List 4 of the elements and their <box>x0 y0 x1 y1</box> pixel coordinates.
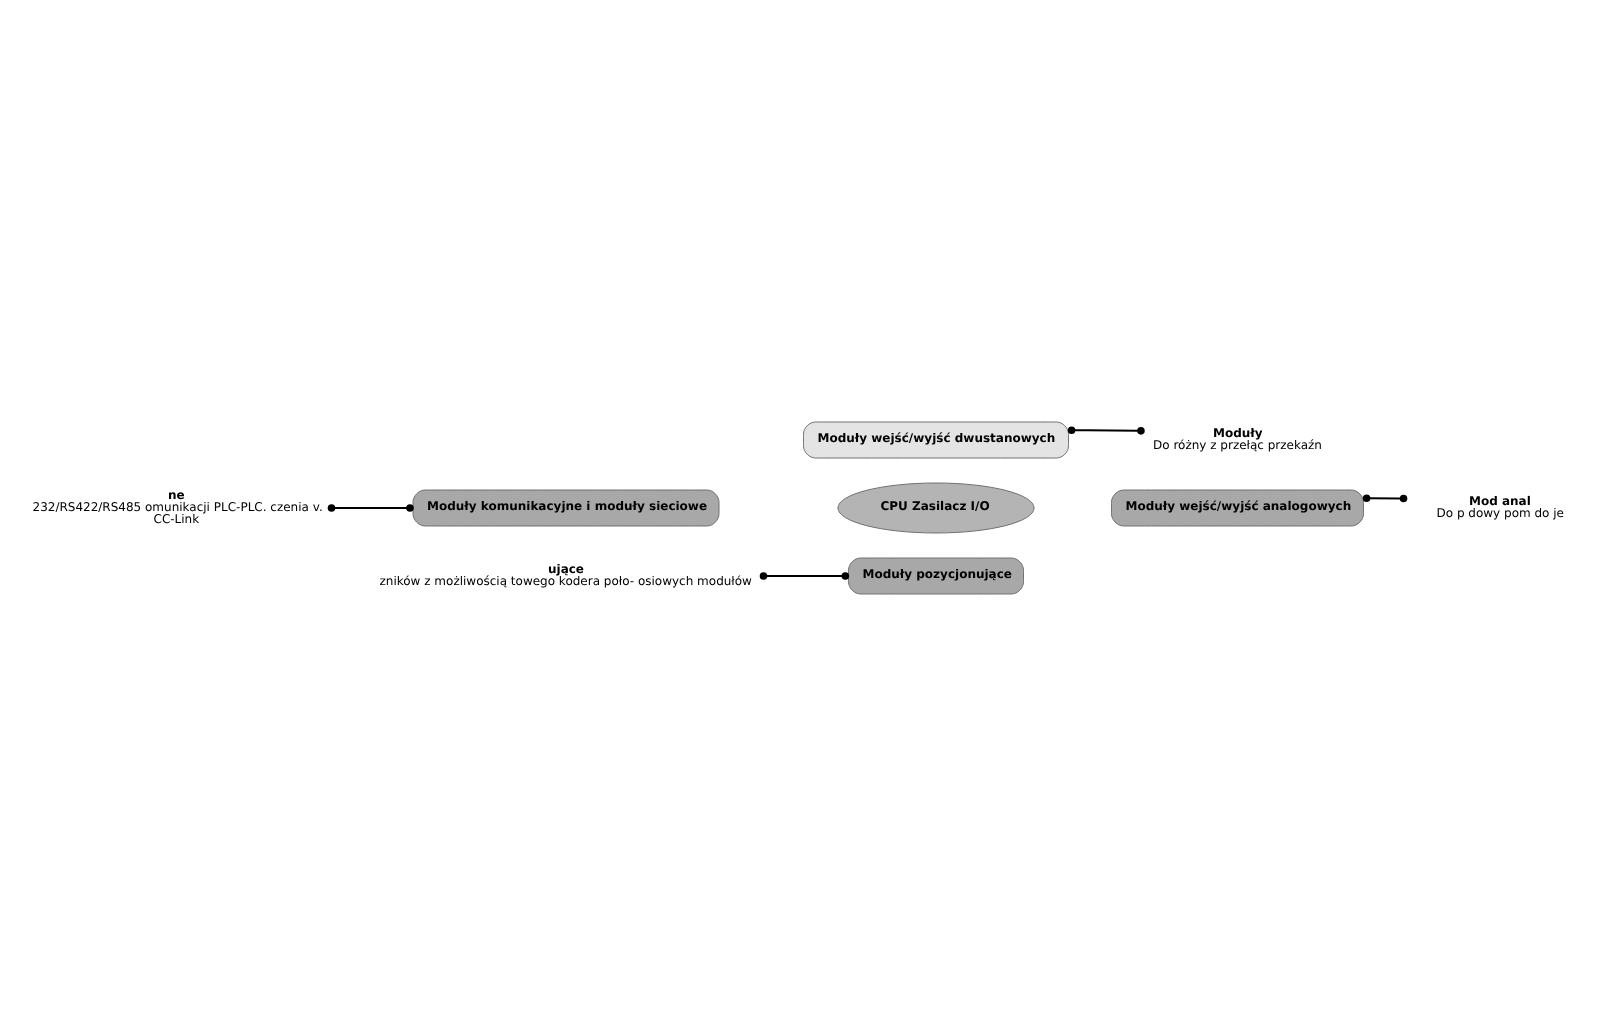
connector <box>1067 425 1145 434</box>
connector <box>759 571 850 579</box>
connector <box>327 503 414 511</box>
connector <box>1362 493 1408 502</box>
